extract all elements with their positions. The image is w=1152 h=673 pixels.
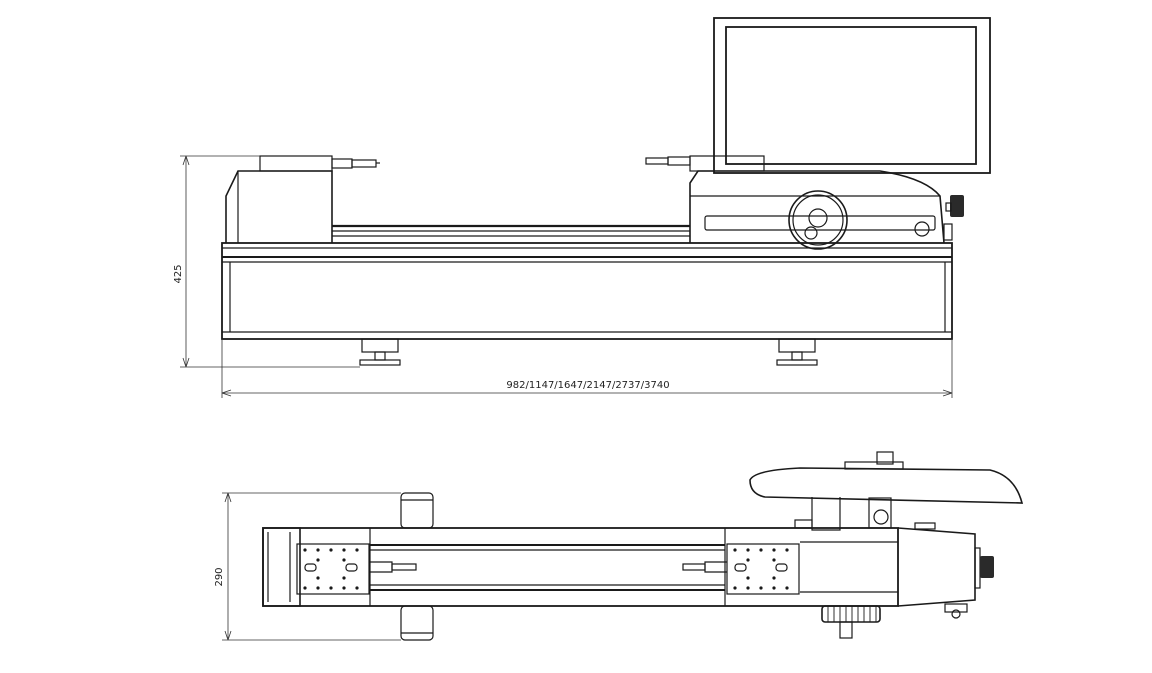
- width-dimension-line: [222, 492, 401, 641]
- left-end-cap: [262, 527, 301, 607]
- monitor: [713, 17, 991, 174]
- guide-rail: [332, 224, 690, 237]
- main-bed-top: [262, 527, 899, 607]
- left-headstock: [225, 155, 380, 243]
- leveling-foot-top-left: [400, 492, 434, 641]
- right-measuring-head: [645, 155, 964, 250]
- leveling-foot-right: [776, 338, 818, 366]
- leveling-foot-left: [359, 338, 401, 366]
- width-dimension-label: 290: [214, 567, 225, 586]
- right-carriage-plate: [682, 543, 800, 595]
- left-carriage-plate: [296, 543, 417, 595]
- length-dimension-label: 982/1147/1647/2147/2737/3740: [506, 380, 669, 391]
- height-dimension-label: 425: [173, 264, 184, 283]
- right-head-top-view: [800, 527, 994, 619]
- length-dimension-line: [221, 339, 953, 398]
- top-view: [222, 451, 1024, 641]
- height-dimension-line: [180, 155, 360, 368]
- front-view: [180, 17, 991, 398]
- dial-knob-top-view: [821, 605, 881, 639]
- monitor-top-view: [749, 451, 1024, 531]
- base-beam: [221, 242, 953, 340]
